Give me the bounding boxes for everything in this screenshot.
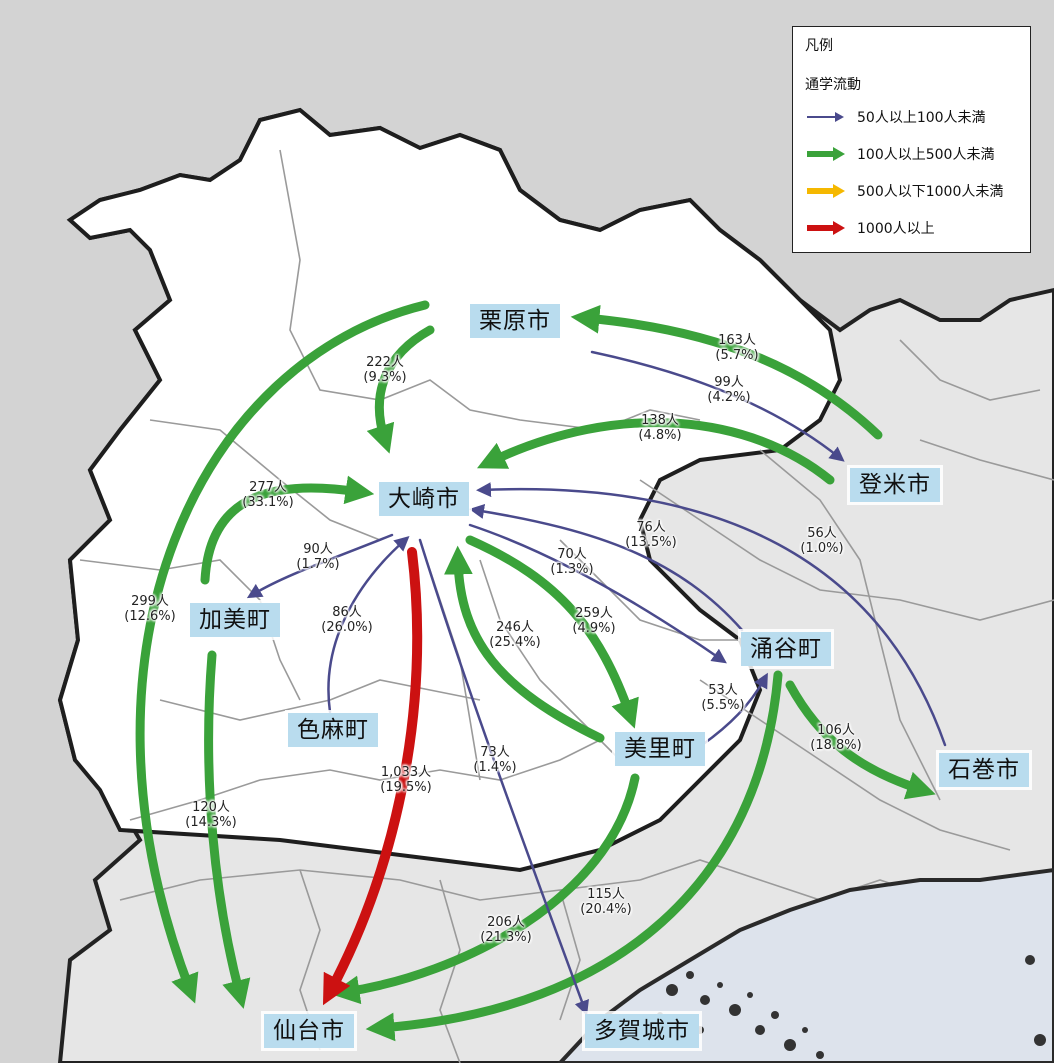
flow-label: 99人(4.2%) <box>707 375 751 405</box>
legend-label: 1000人以上 <box>857 221 935 237</box>
flow-tome-kurihara <box>570 304 883 440</box>
flow-label: 90人(1.7%) <box>296 542 340 572</box>
flow-tome-osaki <box>476 418 835 485</box>
flow-osaki-tagajo <box>418 538 589 1016</box>
flow-misato-sendai <box>330 773 640 1005</box>
flow-kurihara-tome <box>590 350 845 462</box>
legend-item-100-500: 100人以上500人未満 <box>805 144 994 164</box>
city-tome: 登米市 <box>850 468 940 502</box>
flow-osaki-kami <box>246 533 394 599</box>
flow-label: 206人(21.3%) <box>480 915 532 945</box>
flow-kami-sendai <box>204 650 251 1009</box>
legend-title: 凡例 <box>805 38 833 54</box>
flow-label: 76人(13.5%) <box>625 520 677 550</box>
flow-label: 259人(4.9%) <box>572 606 616 636</box>
flow-label: 246人(25.4%) <box>489 620 541 650</box>
flow-label: 1,033人(19.5%) <box>380 765 432 795</box>
flow-label: 73人(1.4%) <box>473 745 517 775</box>
legend-label: 50人以上100人未満 <box>857 110 986 126</box>
city-shikama: 色麻町 <box>288 713 378 747</box>
flow-label: 277人(33.1%) <box>242 480 294 510</box>
flow-kami-osaki <box>200 475 375 585</box>
flow-label: 53人(5.5%) <box>701 683 745 713</box>
flow-label: 222人(9.3%) <box>363 355 407 385</box>
flow-label: 115人(20.4%) <box>580 887 632 917</box>
city-tagajo: 多賀城市 <box>585 1014 699 1048</box>
city-osaki: 大崎市 <box>379 482 469 516</box>
flow-label: 163人(5.7%) <box>715 333 759 363</box>
legend-subtitle: 通学流動 <box>805 77 861 93</box>
legend: 凡例 通学流動 50人以上100人未満 100人以上500人未満 500人以下1… <box>792 26 1031 253</box>
flow-osaki-wakuya <box>468 523 727 664</box>
legend-arrow-icon <box>807 184 845 198</box>
flow-label: 106人(18.8%) <box>810 723 862 753</box>
flow-osaki-misato <box>465 535 639 729</box>
legend-arrow-icon <box>807 112 844 122</box>
flow-misato-osaki <box>443 545 605 743</box>
flow-wakuya-ishinomaki <box>785 680 936 800</box>
legend-item-50-100: 50人以上100人未満 <box>805 107 986 127</box>
legend-arrow-icon <box>807 221 845 235</box>
flow-shikama-osaki <box>327 536 410 714</box>
city-wakuya: 涌谷町 <box>741 632 831 666</box>
flow-wakuya-sendai <box>365 670 783 1042</box>
city-misato: 美里町 <box>615 732 705 766</box>
flow-ishinomaki-osaki <box>476 482 947 747</box>
flow-label: 299人(12.6%) <box>124 594 176 624</box>
city-kurihara: 栗原市 <box>470 304 560 338</box>
flow-label: 56人(1.0%) <box>800 526 844 556</box>
legend-item-1000-plus: 1000人以上 <box>805 218 935 238</box>
city-ishinomaki: 石巻市 <box>939 753 1029 787</box>
municipal-boundaries <box>79 149 1054 1063</box>
flow-kurihara-osaki <box>366 325 435 454</box>
flow-kurihara-sendai <box>135 300 430 1004</box>
flow-arrows <box>135 300 947 1042</box>
islands <box>657 955 1046 1059</box>
legend-arrow-icon <box>807 147 845 161</box>
flow-label: 138人(4.8%) <box>638 413 682 443</box>
flow-misato-wakuya <box>700 672 768 747</box>
flow-label: 70人(1.3%) <box>550 547 594 577</box>
legend-item-500-1000: 500人以下1000人未満 <box>805 181 1003 201</box>
city-kami: 加美町 <box>190 603 280 637</box>
city-sendai: 仙台市 <box>264 1014 354 1048</box>
flow-label: 120人(14.3%) <box>185 800 237 830</box>
flow-label: 86人(26.0%) <box>321 605 373 635</box>
flow-wakuya-osaki <box>469 504 744 632</box>
legend-label: 500人以下1000人未満 <box>857 184 1004 200</box>
legend-label: 100人以上500人未満 <box>857 147 995 163</box>
flow-osaki-sendai <box>322 547 423 1006</box>
